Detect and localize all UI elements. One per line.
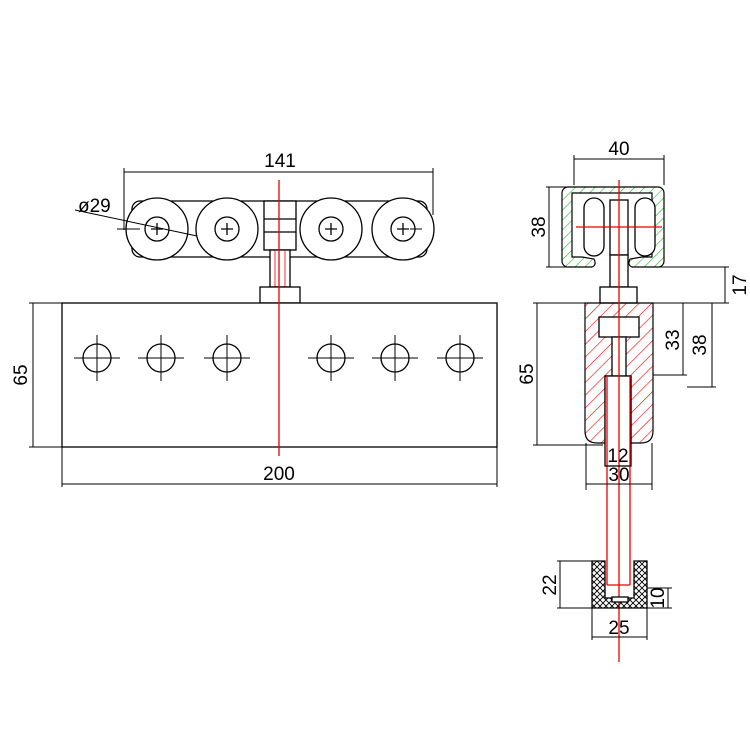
hole-crosshair: [437, 335, 483, 381]
dim-diameter-29: ø29: [78, 196, 111, 217]
dim-65-right: 65: [517, 363, 538, 384]
dim-17: 17: [730, 274, 750, 295]
dim-141: 141: [264, 151, 296, 172]
dim-65-left: 65: [11, 364, 32, 385]
dim-10: 10: [648, 587, 669, 608]
dim-200: 200: [263, 464, 295, 485]
dim-40: 40: [608, 139, 629, 160]
glass-slot: [604, 375, 632, 467]
track-profile: [561, 186, 665, 268]
dim-38-depth: 38: [690, 334, 711, 355]
bottom-guide: 22 10 25: [540, 560, 672, 640]
diameter-leader: [74, 209, 198, 237]
hole-crosshair: [308, 335, 354, 381]
side-view: 40 38 17 33 38 65 12 30: [517, 139, 750, 662]
nut: [259, 286, 301, 304]
dim-30: 30: [608, 465, 629, 486]
dim-25: 25: [608, 618, 629, 639]
mounting-holes: [74, 335, 483, 381]
dim-12: 12: [607, 446, 628, 467]
hole-crosshair: [138, 335, 184, 381]
center-block: [263, 200, 297, 251]
dim-22: 22: [540, 574, 561, 595]
dim-33: 33: [663, 329, 684, 350]
hole-crosshair: [204, 335, 250, 381]
hole-crosshair: [372, 335, 418, 381]
dim-38-track: 38: [529, 216, 550, 237]
wheels: [117, 197, 435, 261]
stem: [269, 249, 291, 288]
front-view: 141 ø29 65 200: [11, 151, 498, 487]
hole-crosshair: [74, 335, 120, 381]
